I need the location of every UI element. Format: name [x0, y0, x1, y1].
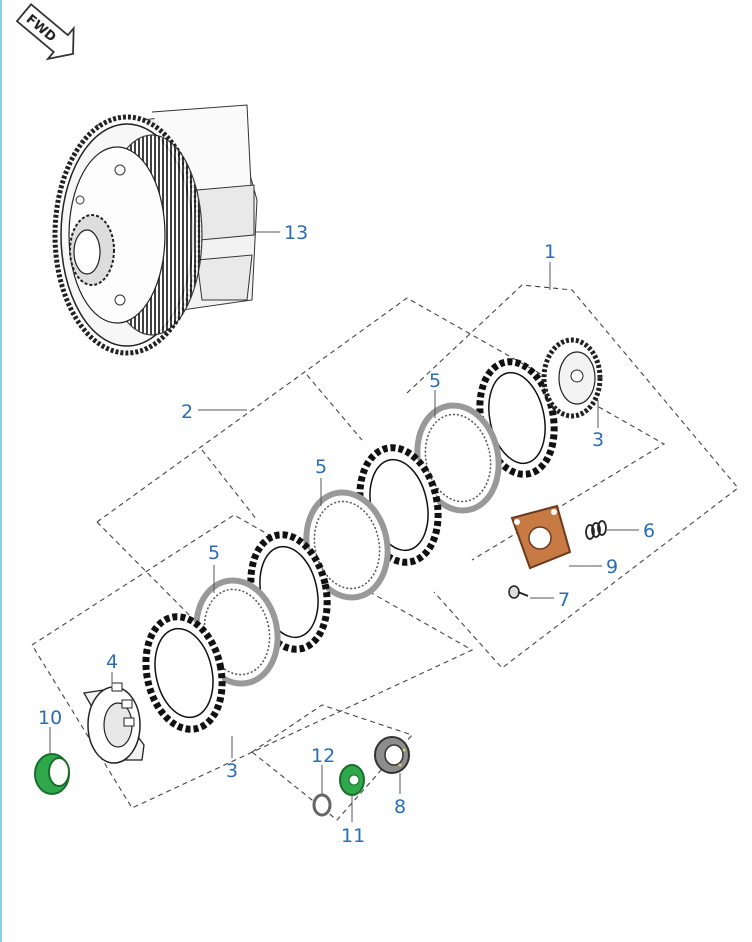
assembly-group-3b-outline	[251, 704, 413, 821]
clutch-center-hub[interactable]	[82, 682, 145, 764]
callout-3-bottom: 3	[226, 760, 238, 782]
clutch-housing[interactable]	[52, 104, 258, 356]
assembly-group-3-outline	[31, 514, 474, 809]
callout-13: 13	[284, 222, 308, 244]
callout-3-top: 3	[592, 429, 604, 451]
friction-plate-4[interactable]	[136, 610, 232, 737]
callout-12: 12	[311, 745, 335, 767]
pressure-plate[interactable]	[541, 337, 603, 419]
assembly-group-1-outline	[406, 284, 739, 669]
clutch-spring[interactable]	[585, 520, 607, 540]
callout-6: 6	[643, 520, 655, 542]
bolt[interactable]	[508, 585, 529, 599]
callout-5-right: 5	[429, 370, 441, 392]
lock-nut-green[interactable]	[339, 764, 365, 796]
leader-lines	[49, 231, 639, 822]
callout-8: 8	[394, 796, 406, 818]
bearing[interactable]	[374, 736, 410, 774]
callout-2: 2	[181, 401, 193, 423]
small-washer[interactable]	[312, 793, 332, 817]
lifter-plate[interactable]	[510, 504, 572, 570]
steel-plate-2[interactable]	[297, 485, 397, 605]
callout-4: 4	[106, 651, 118, 673]
fwd-arrow-icon: FWD	[15, 3, 75, 61]
thrust-washer-green[interactable]	[34, 753, 70, 795]
steel-plate-1[interactable]	[408, 398, 508, 518]
callout-9: 9	[606, 556, 618, 578]
callout-10: 10	[38, 707, 62, 729]
callout-11: 11	[341, 825, 365, 847]
callout-5-left: 5	[208, 542, 220, 564]
callout-1: 1	[544, 241, 556, 263]
callout-5-middle: 5	[315, 456, 327, 478]
callout-7: 7	[558, 589, 570, 611]
